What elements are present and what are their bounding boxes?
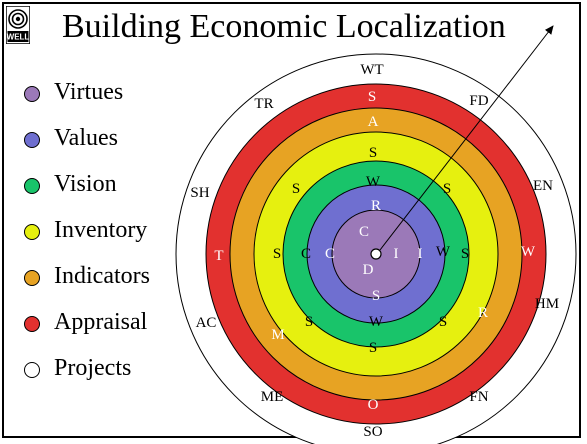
- outer-label: FD: [469, 93, 488, 109]
- indicators-label: A: [368, 114, 379, 130]
- outer-label: EN: [533, 178, 553, 194]
- values-dot: [24, 132, 40, 148]
- direction-arrow: [379, 25, 554, 251]
- legend-label: Virtues: [54, 79, 124, 105]
- legend-label: Vision: [54, 171, 117, 197]
- vision-label: W: [436, 244, 451, 260]
- appraisal-dot: [24, 316, 40, 332]
- vision-label: W: [369, 314, 384, 330]
- appraisal-label: M: [271, 327, 284, 343]
- legend-item-inventory: Inventory: [24, 217, 224, 250]
- outer-label: FN: [469, 389, 488, 405]
- outer-label: AC: [196, 315, 217, 331]
- virtues-label: D: [363, 262, 374, 278]
- legend-label: Appraisal: [54, 309, 148, 335]
- inventory-label: S: [461, 246, 469, 262]
- outer-label: SO: [363, 424, 382, 440]
- slide-frame: [2, 2, 581, 438]
- inventory-dot: [24, 224, 40, 240]
- svg-text:WELL: WELL: [7, 33, 30, 42]
- legend-item-indicators: Indicators: [24, 263, 224, 296]
- inventory-label: S: [292, 181, 300, 197]
- legend-label: Projects: [54, 355, 132, 381]
- vision-label: C: [301, 246, 311, 262]
- indicators-dot: [24, 270, 40, 286]
- inventory-label: S: [273, 246, 281, 262]
- values-label: R: [371, 198, 381, 214]
- legend-label: Values: [54, 125, 118, 151]
- values-label: C: [325, 246, 335, 262]
- outer-label: W: [521, 244, 536, 260]
- outer-label: WT: [360, 62, 383, 78]
- outer-label: TR: [254, 96, 273, 112]
- appraisal-label: T: [214, 248, 223, 264]
- inventory-label: S: [439, 314, 447, 330]
- legend-item-virtues: Virtues: [24, 79, 224, 112]
- virtues-dot: [24, 86, 40, 102]
- inventory-label: S: [369, 145, 377, 161]
- legend-item-appraisal: Appraisal: [24, 309, 224, 342]
- outer-label: HM: [535, 296, 559, 312]
- vision-dot: [24, 178, 40, 194]
- projects-dot: [24, 362, 40, 378]
- virtues-label: C: [359, 224, 369, 240]
- virtues-label: I: [394, 246, 399, 262]
- page-title: Building Economic Localization: [62, 8, 506, 45]
- appraisal-label: O: [368, 397, 379, 413]
- legend-item-values: Values: [24, 125, 224, 158]
- appraisal-label: S: [368, 89, 376, 105]
- center-point: [370, 248, 382, 260]
- legend-item-vision: Vision: [24, 171, 224, 204]
- outer-label: ME: [261, 389, 284, 405]
- legend-item-projects: Projects: [24, 355, 224, 388]
- inventory-label: S: [443, 181, 451, 197]
- vision-label: W: [366, 174, 381, 190]
- values-label: I: [418, 246, 423, 262]
- outer-label: SH: [190, 185, 209, 201]
- inventory-label: S: [305, 314, 313, 330]
- appraisal-label: R: [478, 305, 488, 321]
- inventory-label: S: [369, 340, 377, 356]
- legend-label: Inventory: [54, 217, 148, 243]
- legend-label: Indicators: [54, 263, 150, 289]
- values-label: S: [372, 288, 380, 304]
- well-logo: WELL: [6, 6, 30, 44]
